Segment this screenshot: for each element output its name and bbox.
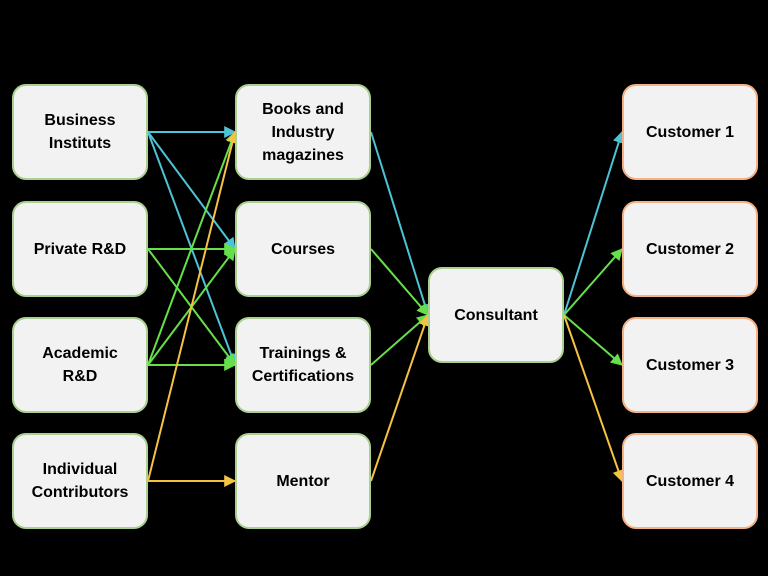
node-consultant: Consultant [428,267,564,363]
node-private-rnd: Private R&D [12,201,148,297]
edge-consultant-to-customer1 [563,130,625,316]
node-mentor: Mentor [235,433,371,529]
node-books-and-magazines: Books and Industry magazines [235,84,371,180]
node-academic-rnd: Academic R&D [12,317,148,413]
edge-books-to-consultant [370,131,431,317]
edge-consultant-to-customer3 [563,314,623,366]
node-customer-2: Customer 2 [622,201,758,297]
edge-consultant-to-customer4 [563,314,625,483]
edge-mentor-to-consultant [370,313,431,482]
node-trainings-certifications: Trainings & Certifications [235,317,371,413]
node-customer-4: Customer 4 [622,433,758,529]
node-individual-contributors: Individual Contributors [12,433,148,529]
edge-courses-to-consultant [370,248,429,316]
node-customer-3: Customer 3 [622,317,758,413]
node-customer-1: Customer 1 [622,84,758,180]
edge-trainings-to-consultant [370,314,429,366]
edge-consultant-to-customer2 [563,248,623,316]
node-business-instituts: Business Instituts [12,84,148,180]
edge-business-to-courses [147,131,236,250]
edge-individual-to-books [147,130,239,482]
edge-academic-to-books [147,130,237,366]
node-courses: Courses [235,201,371,297]
